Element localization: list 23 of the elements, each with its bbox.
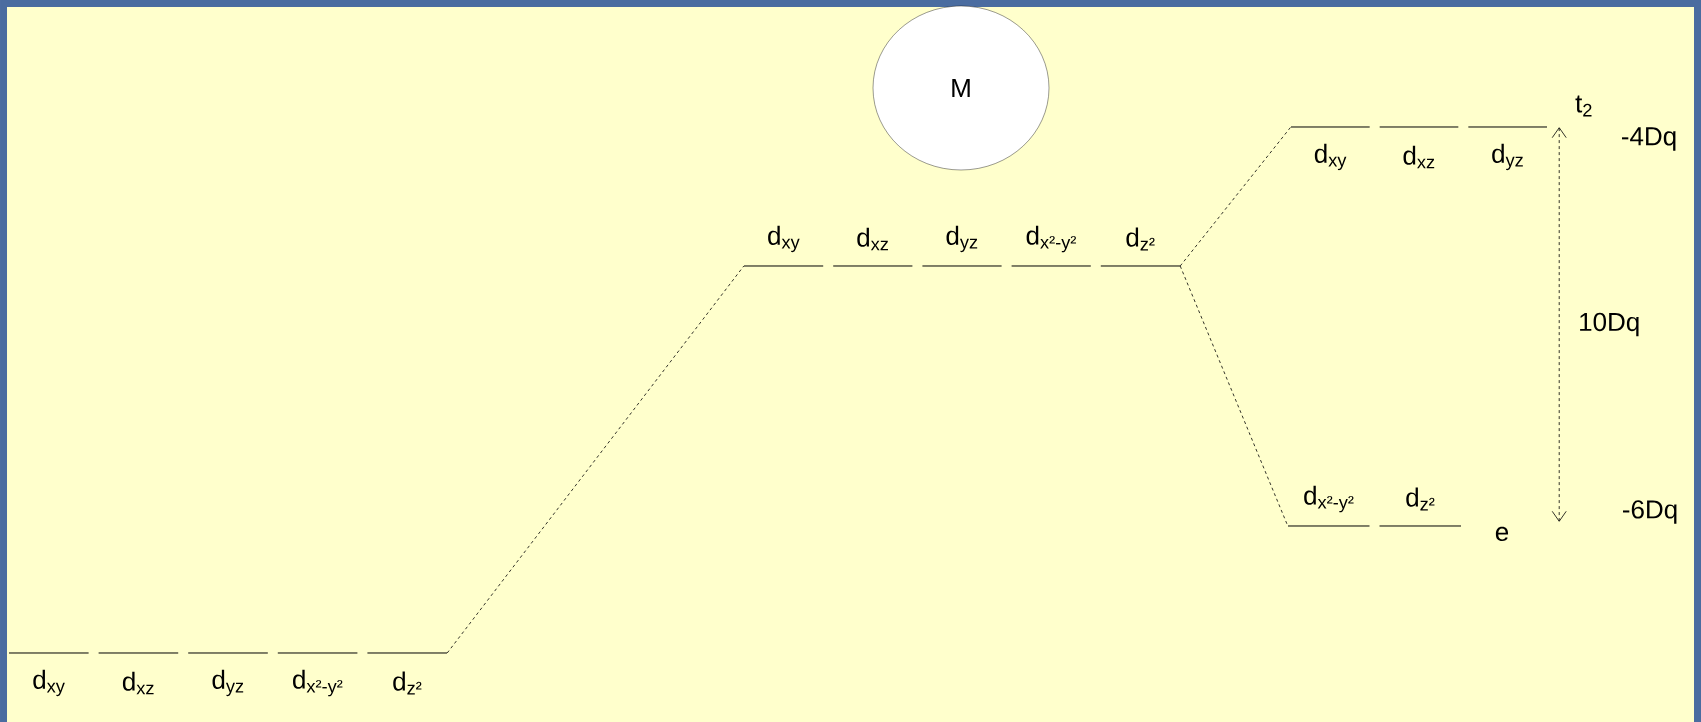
- energy-value: -4Dq: [1622, 127, 1676, 151]
- energy-value: -6Dq: [1623, 500, 1677, 524]
- energy-level: d$_{z²}$: [1379, 487, 1462, 527]
- connector-line: [1551, 127, 1567, 522]
- energy-level: d$_{xz}$: [98, 652, 179, 695]
- energy-level: d$_{xz}$: [832, 227, 913, 267]
- edge-label: 10Dq: [1580, 312, 1639, 337]
- energy-level: d$_{yz}$: [187, 652, 269, 697]
- level-label: t$_{2}$: [1575, 95, 1592, 117]
- connector-line: [446, 265, 745, 654]
- energy-level: d$_{yz}$: [1467, 126, 1548, 171]
- energy-level: d$_{x²-y²}$: [1287, 485, 1370, 527]
- connector-line: [1179, 126, 1292, 267]
- energy-level: d$_{x²-y²}$: [1011, 225, 1092, 267]
- energy-level: d$_{xy}$: [1290, 126, 1371, 171]
- energy-level: d$_{x²-y²}$: [277, 652, 358, 697]
- energy-level: d$_{xz}$: [1379, 126, 1459, 169]
- energy-level: d$_{xy}$: [743, 225, 824, 267]
- energy-level: d$_{yz}$: [921, 225, 1003, 267]
- energy-level: d$_{z²}$: [366, 652, 448, 695]
- level-label: e: [1495, 526, 1509, 542]
- energy-level: d$_{z²}$: [1100, 227, 1181, 267]
- energy-level: d$_{xy}$: [8, 652, 90, 697]
